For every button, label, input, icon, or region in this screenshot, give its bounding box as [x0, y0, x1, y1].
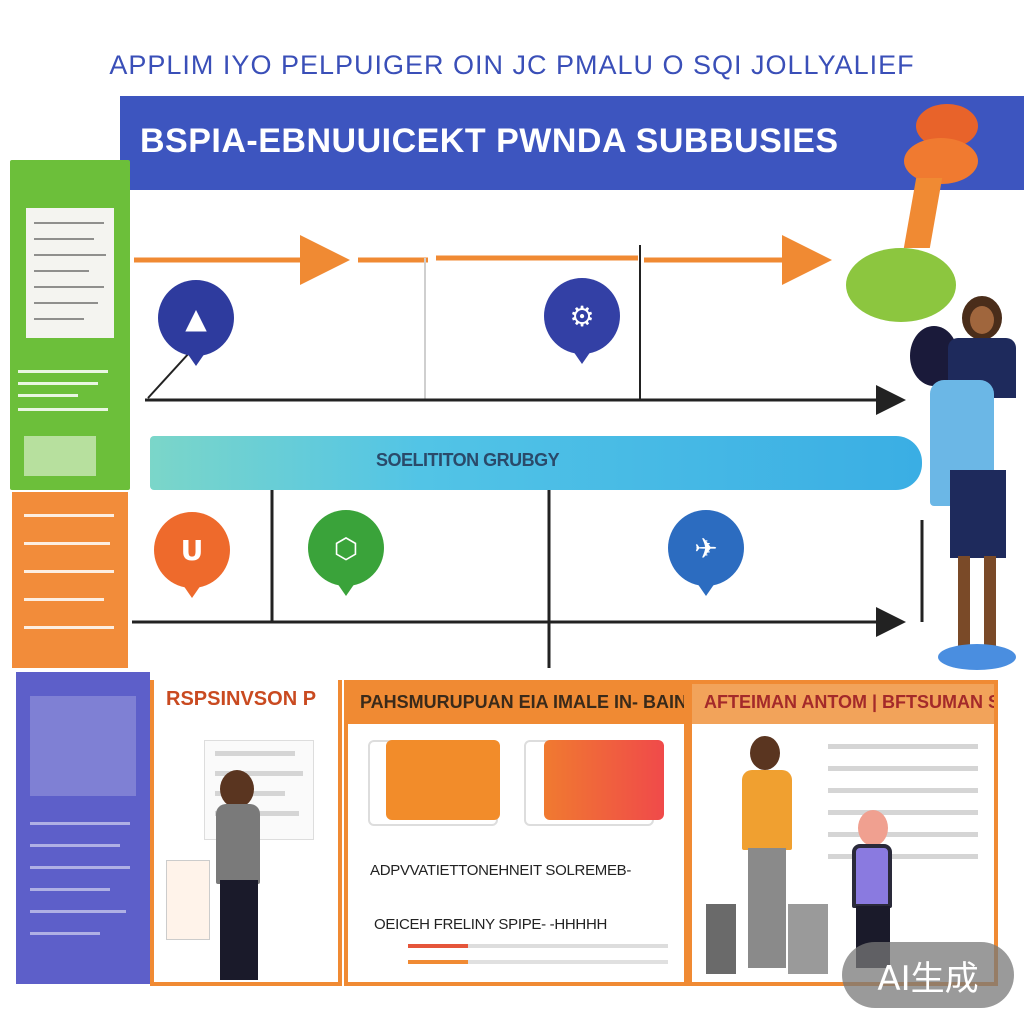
document-thumbnail [26, 208, 114, 338]
card-2: PAHSMURUPUAN EIA IMALE IN- BAINCUS ADPVV… [344, 680, 688, 986]
card-3: AFTEIMAN ANTOM | BFTSUMAN STHETKA [688, 680, 998, 986]
banner [120, 96, 1024, 190]
person-figure [750, 736, 780, 770]
person-figure [858, 810, 888, 846]
card-1: RSPSINVSON P [150, 680, 342, 986]
side-panel-orange [12, 492, 128, 668]
banner-title: BSPIA-EBNUUICEKT PWNDA SUBBUSIES [140, 122, 839, 160]
red-block [544, 740, 664, 820]
plane-icon[interactable]: ✈ [668, 510, 744, 596]
card-2-title: PAHSMURUPUAN EIA IMALE IN- BAINCUS [360, 692, 684, 712]
side-panel-purple [16, 672, 150, 984]
card-3-title: AFTEIMAN ANTOM | BFTSUMAN STHETKA [704, 692, 994, 712]
triangle-icon[interactable]: ▲ [158, 280, 234, 366]
u-shape-icon[interactable]: U [154, 512, 230, 598]
timeline-band-label: SOELITITON GRUBGY [376, 450, 560, 470]
timeline-band [150, 436, 922, 490]
person-figure [220, 770, 254, 808]
bush-icon [846, 248, 956, 322]
person-figure [962, 296, 1002, 340]
watermark-badge: AI生成 [842, 942, 1014, 1008]
gear-icon[interactable]: ⚙ [544, 278, 620, 364]
page-title: APPLIM IYO PELPUIGER OIN JC PMALU O SQI … [109, 50, 915, 80]
hexagon-icon[interactable]: ⬡ [308, 510, 384, 596]
orange-block [386, 740, 500, 820]
side-panel-green [10, 160, 130, 490]
card-2-line2: OEICEH FRELINY SPIPE- -HHHHH [374, 916, 608, 933]
card-2-line1: ADPVVATIETTONEHNEIT SOLREMEB- [370, 862, 632, 879]
card-1-title: RSPSINVSON P [166, 688, 317, 710]
